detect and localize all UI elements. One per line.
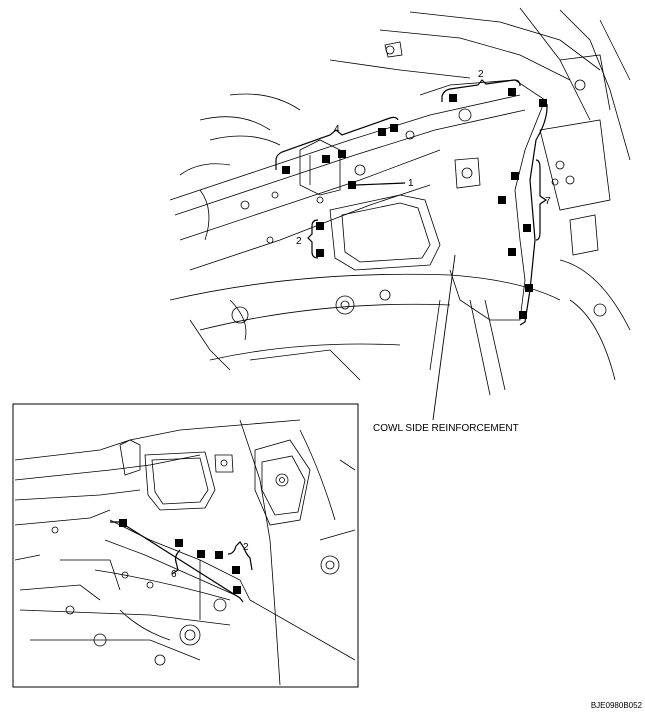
- inset-view: 6 2: [12, 403, 359, 688]
- label-7: 7: [545, 196, 551, 207]
- figure-code: BJE0980B052: [591, 701, 643, 710]
- label-2-inset: 2: [243, 542, 249, 553]
- callout-lines-inset: [110, 521, 253, 603]
- label-4: 4: [334, 124, 340, 135]
- label-2-left: 2: [296, 236, 302, 247]
- main-view: [169, 7, 631, 396]
- weld-spots-inset: [119, 519, 241, 594]
- weld-spots-main: [282, 88, 547, 319]
- label-1: 1: [408, 178, 414, 189]
- cowl-side-reinforcement-label: COWL SIDE REINFORCEMENT: [373, 423, 519, 434]
- label-6-inset: 6: [171, 569, 177, 580]
- callout-lines-main: [275, 79, 548, 421]
- label-2-top: 2: [478, 69, 484, 80]
